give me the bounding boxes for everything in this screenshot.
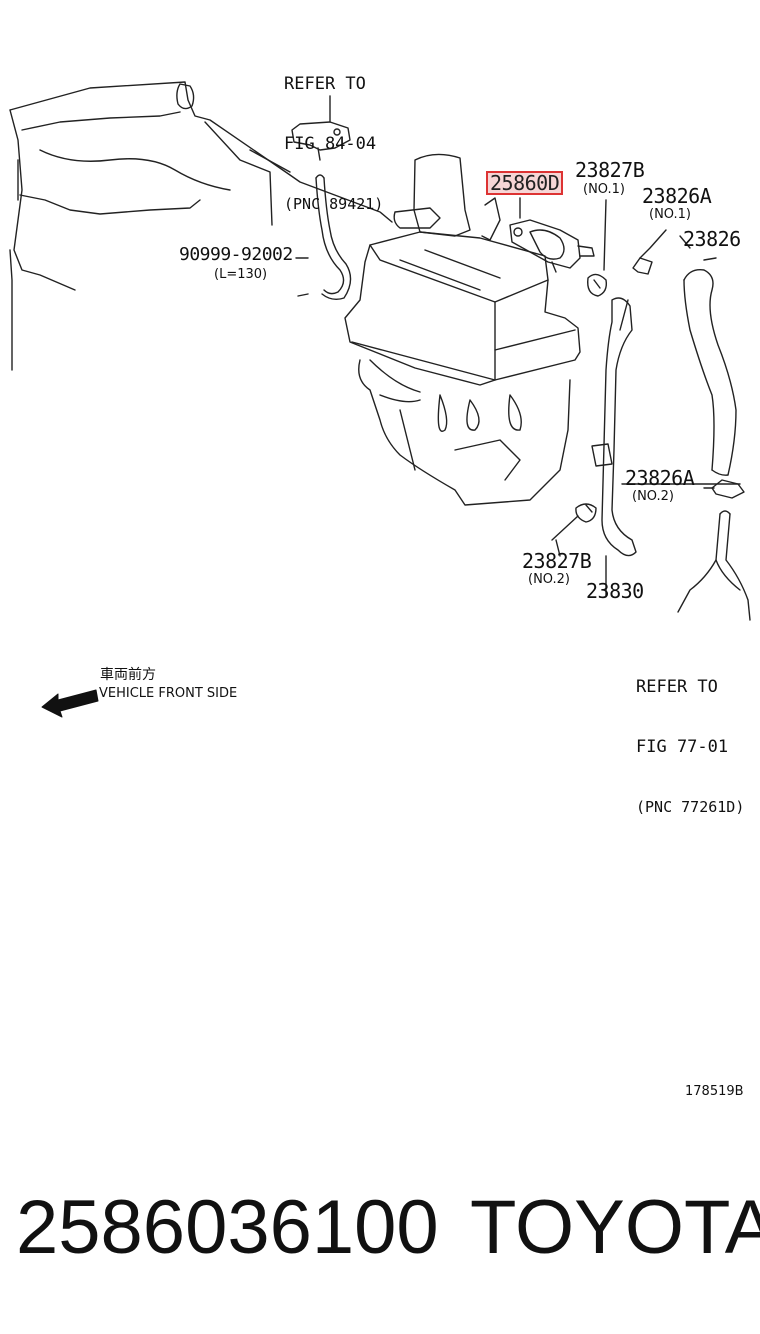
diagram-drawing	[9, 81, 751, 718]
hose-fig-77	[677, 510, 751, 621]
figure-id: 178519B	[685, 1084, 744, 1099]
engine-block-outline	[9, 81, 393, 371]
part-sub-label: (NO.1)	[583, 182, 625, 197]
ref-line: (PNC 89421)	[284, 195, 384, 213]
ref-line: REFER TO	[284, 74, 366, 94]
part-sub-label: (NO.2)	[632, 489, 674, 504]
hose-23826	[683, 257, 737, 476]
ref-line: FIG 77-01	[636, 737, 729, 757]
parts-diagram: REFER TO FIG 84-04 (PNC 89421) REFER TO …	[9, 34, 751, 1098]
charcoal-canister	[344, 153, 581, 506]
part-sub-label: (L=130)	[214, 267, 268, 282]
part-callout-23826[interactable]: 23826	[683, 227, 741, 251]
reference-fig-84-04: REFER TO FIG 84-04 (PNC 89421)	[284, 34, 383, 254]
part-callout-23826A-no2[interactable]: 23826A	[625, 466, 695, 490]
leader-lines	[555, 235, 741, 557]
footer-part-number: 2586036100	[16, 1185, 439, 1270]
part-callout-25860D[interactable]: 25860D	[486, 171, 564, 195]
ref-line: REFER TO	[636, 677, 718, 697]
clamps	[551, 199, 745, 541]
part-callout-23827B-no2[interactable]: 23827B	[522, 549, 592, 573]
part-callout-23830[interactable]: 23830	[586, 579, 644, 603]
part-callout-90999-92002[interactable]: 90999-92002	[179, 244, 293, 265]
ref-line: (PNC 77261D)	[636, 798, 745, 816]
footer-brand: TOYOTA	[470, 1185, 760, 1270]
ref-line: FIG 84-04	[284, 134, 377, 154]
hose-23830	[591, 297, 637, 597]
part-callout-23827B-no1[interactable]: 23827B	[575, 158, 645, 182]
vacuum-switching-valve	[509, 197, 595, 273]
small-hose	[295, 174, 352, 301]
sensor-bracket	[291, 95, 351, 161]
part-sub-label: (NO.1)	[649, 207, 691, 222]
vehicle-front-label: VEHICLE FRONT SIDE	[99, 686, 238, 701]
reference-fig-77-01: REFER TO FIG 77-01 (PNC 77261D)	[636, 637, 744, 857]
part-callout-23826A-no1[interactable]: 23826A	[642, 184, 712, 208]
part-sub-label: (NO.2)	[528, 572, 570, 587]
vehicle-front-arrow	[41, 689, 99, 718]
vehicle-front-jp-label: 車両前方	[100, 667, 156, 683]
